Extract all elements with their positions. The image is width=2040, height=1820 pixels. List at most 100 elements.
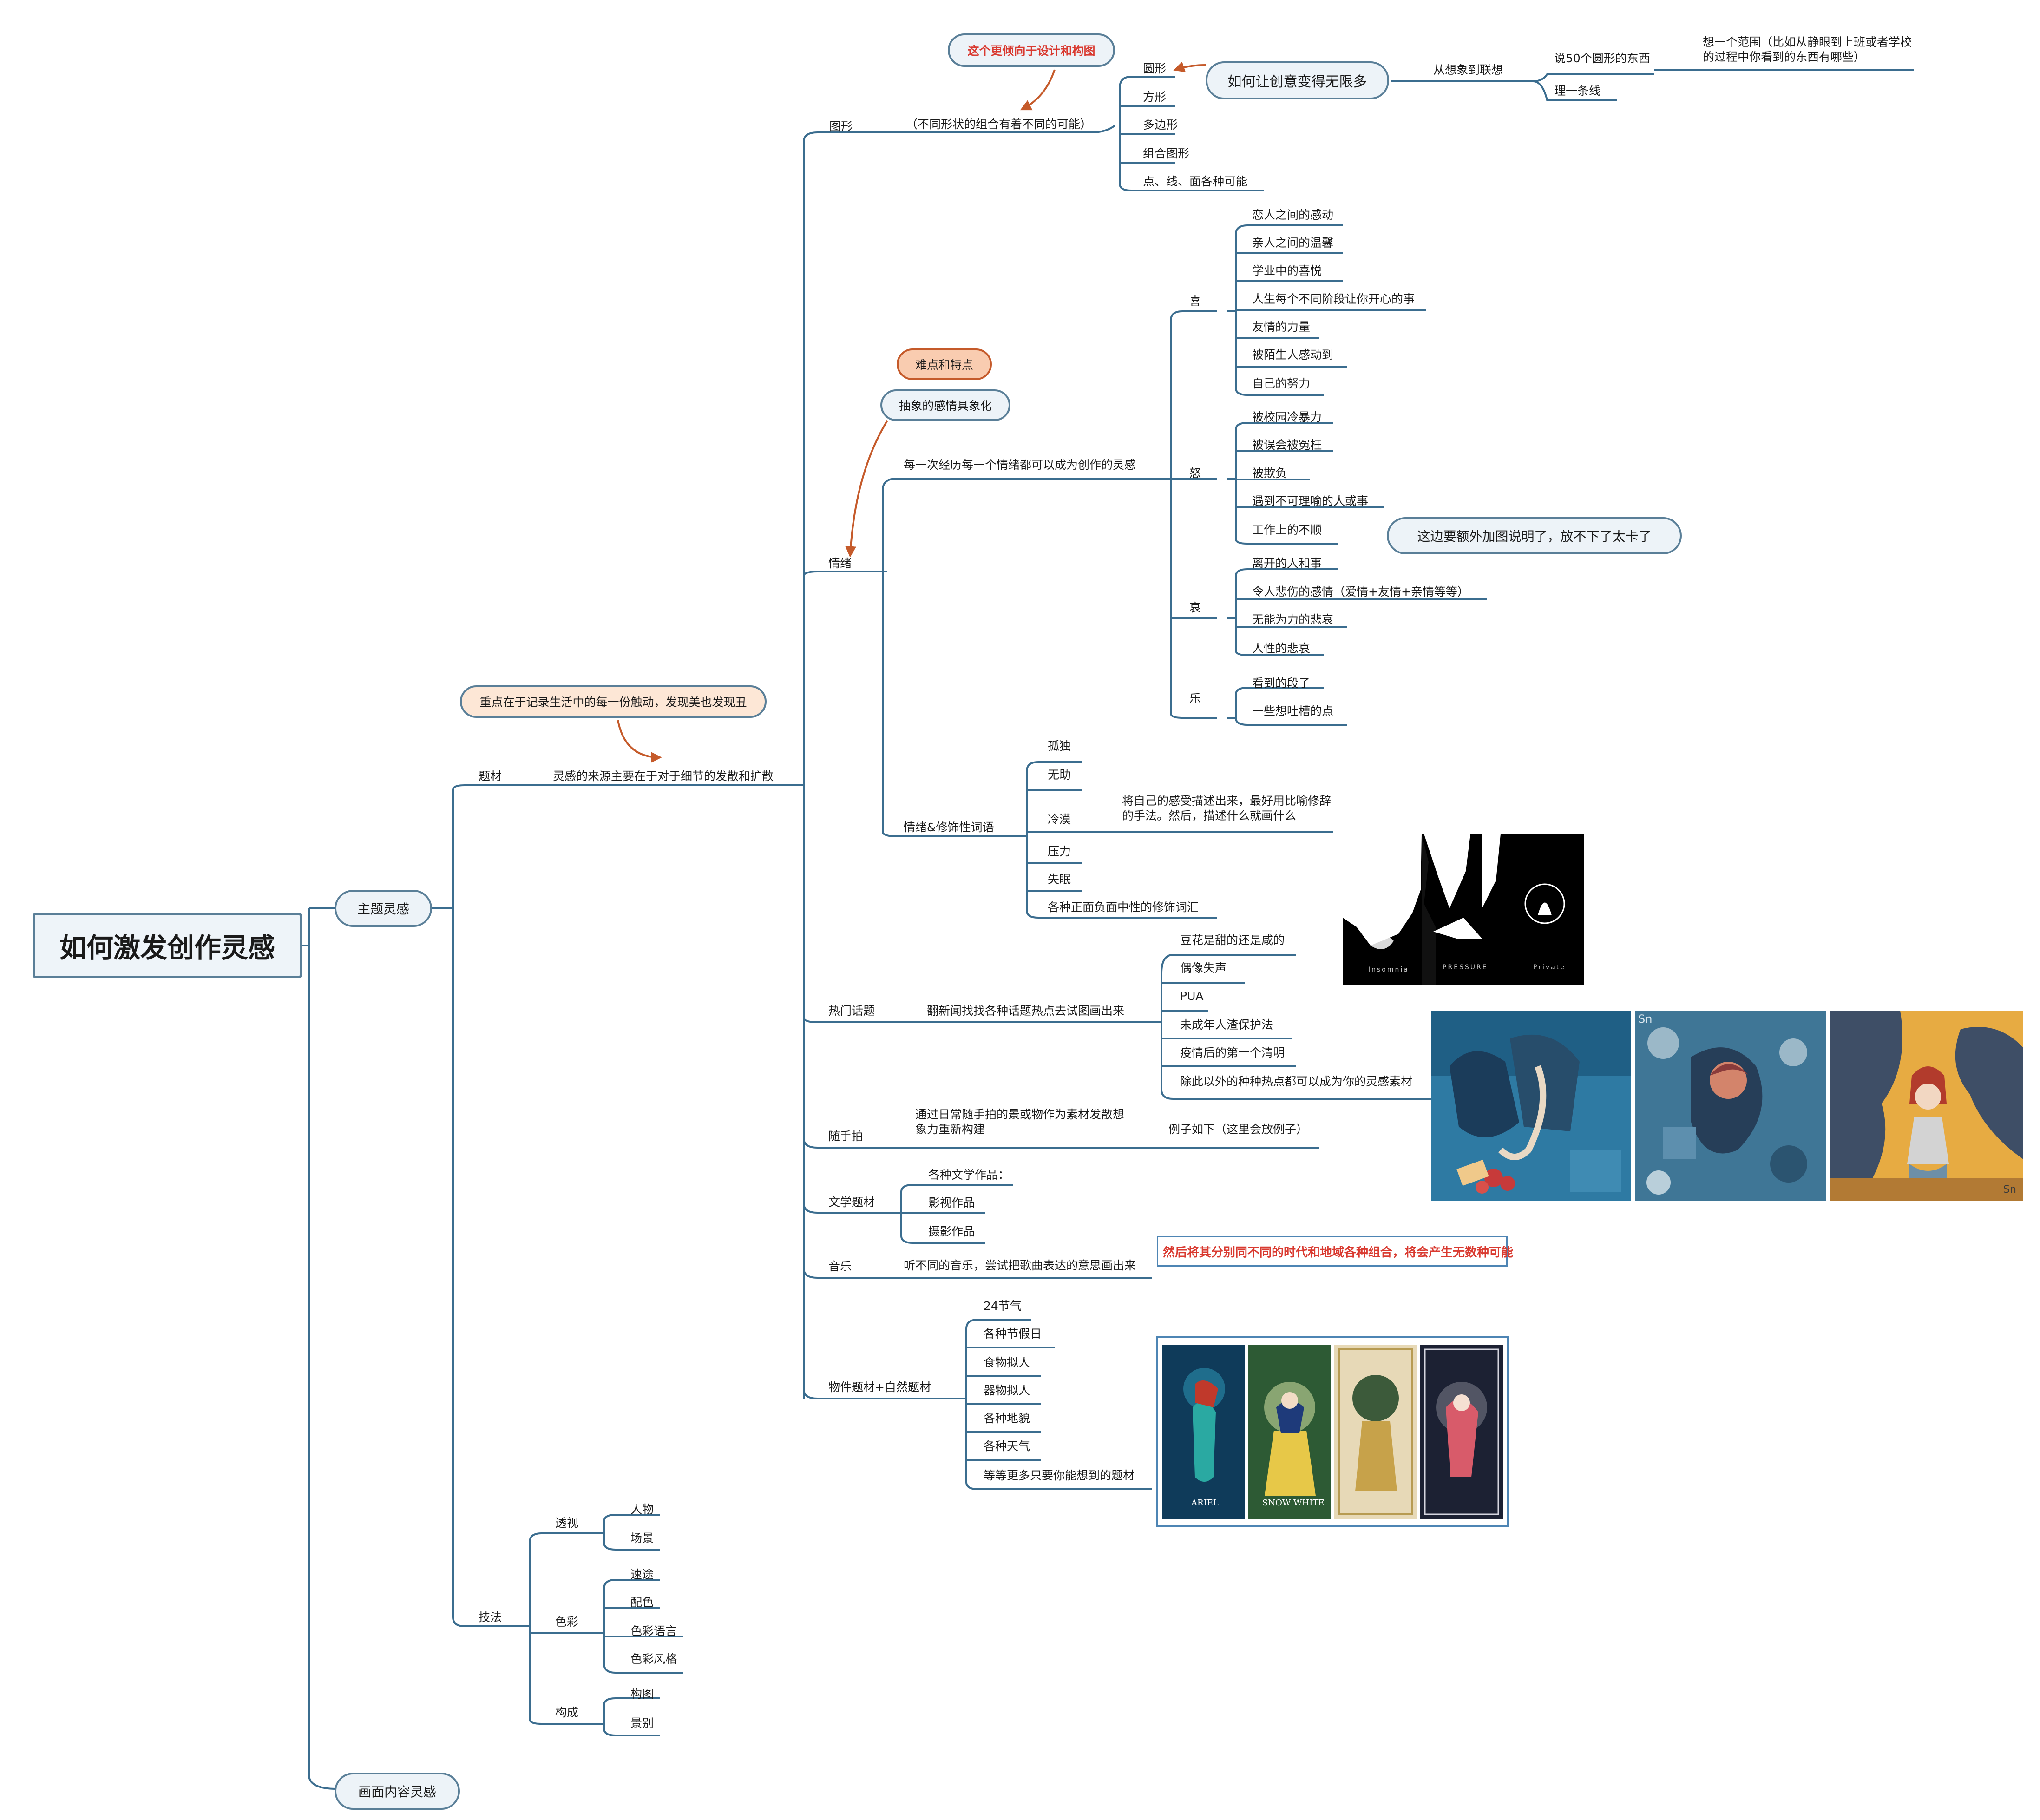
- perspective-item-2[interactable]: 场景: [630, 1531, 654, 1545]
- hot-item-6[interactable]: 除此以外的种种热点都可以成为你的灵感素材: [1180, 1075, 1413, 1088]
- happy-item-2[interactable]: 一些想吐槽的点: [1252, 704, 1334, 718]
- anger-label[interactable]: 怒: [1189, 466, 1201, 480]
- scope-label[interactable]: 想一个范围（比如从静眼到上班或者学校的过程中你看到的东西有哪些）: [1703, 35, 1912, 64]
- theme-inspiration-node[interactable]: 主题灵感: [335, 890, 432, 927]
- creative-node[interactable]: 如何让创意变得无限多: [1206, 61, 1389, 99]
- composition-label[interactable]: 构成: [555, 1706, 579, 1719]
- difficulty-callout[interactable]: 难点和特点: [897, 348, 992, 380]
- hot-item-3[interactable]: PUA: [1180, 989, 1204, 1003]
- literature-label[interactable]: 文学题材: [828, 1196, 875, 1209]
- subject-detail[interactable]: 灵感的来源主要在于对于细节的发散和扩散: [553, 769, 774, 783]
- composition-item-1[interactable]: 构图: [630, 1687, 654, 1701]
- joy-item-7[interactable]: 自己的努力: [1252, 377, 1311, 390]
- perspective-item-1[interactable]: 人物: [630, 1503, 654, 1516]
- objects-item-4[interactable]: 器物拟人: [984, 1384, 1030, 1397]
- hot-label[interactable]: 热门话题: [828, 1004, 875, 1018]
- emotion-detail[interactable]: 每一次经历每一个情绪都可以成为创作的灵感: [904, 458, 1136, 472]
- abstract-callout[interactable]: 抽象的感情具象化: [880, 389, 1010, 421]
- hot-illustration-1: [1431, 1011, 1631, 1201]
- signature-2: Sn: [2003, 1184, 2016, 1196]
- shape-note-callout[interactable]: 这个更倾向于设计和构图: [948, 33, 1115, 67]
- snap-detail[interactable]: 通过日常随手拍的景或物作为素材发散想象力重新构建: [915, 1108, 1125, 1136]
- objects-item-2[interactable]: 各种节假日: [984, 1327, 1042, 1340]
- sorrow-item-1[interactable]: 离开的人和事: [1252, 557, 1322, 570]
- color-label[interactable]: 色彩: [555, 1615, 579, 1629]
- color-item-4[interactable]: 色彩风格: [630, 1652, 677, 1666]
- hot-item-4[interactable]: 未成年人渣保护法: [1180, 1018, 1273, 1032]
- subject-label[interactable]: 题材: [479, 769, 502, 783]
- music-label[interactable]: 音乐: [828, 1260, 852, 1273]
- joy-item-1[interactable]: 恋人之间的感动: [1252, 208, 1334, 222]
- anger-item-2[interactable]: 被误会被冤枉: [1252, 438, 1322, 452]
- joy-item-4[interactable]: 人生每个不同阶段让你开心的事: [1252, 292, 1415, 306]
- shape-detail[interactable]: （不同形状的组合有着不同的可能）: [906, 118, 1092, 131]
- snap-label[interactable]: 随手拍: [828, 1130, 864, 1143]
- sorrow-item-4[interactable]: 人性的悲哀: [1252, 642, 1311, 655]
- music-detail[interactable]: 听不同的音乐，尝试把歌曲表达的意思画出来: [904, 1259, 1136, 1272]
- modifier-label[interactable]: 情绪&修饰性词语: [904, 821, 994, 834]
- modifier-item-2[interactable]: 无助: [1048, 768, 1071, 782]
- objects-item-1[interactable]: 24节气: [984, 1299, 1022, 1313]
- color-item-3[interactable]: 色彩语言: [630, 1624, 677, 1638]
- hot-item-1[interactable]: 豆花是甜的还是咸的: [1180, 933, 1285, 947]
- line-label[interactable]: 理一条线: [1554, 84, 1601, 98]
- bw-caption-2: PRESSURE: [1443, 964, 1488, 971]
- sorrow-label[interactable]: 哀: [1189, 601, 1201, 614]
- tarot-caption-ariel: ARIEL: [1191, 1498, 1219, 1508]
- anger-item-3[interactable]: 被欺负: [1252, 466, 1287, 480]
- shape-item-square[interactable]: 方形: [1143, 90, 1167, 104]
- cold-note[interactable]: 将自己的感受描述出来，最好用比喻修辞的手法。然后，描述什么就画什么: [1122, 794, 1332, 822]
- hot-detail[interactable]: 翻新闻找找各种话题热点去试图画出来: [927, 1004, 1125, 1018]
- color-item-1[interactable]: 速途: [630, 1568, 654, 1581]
- anger-item-5[interactable]: 工作上的不顺: [1252, 523, 1322, 537]
- say50-label[interactable]: 说50个圆形的东西: [1554, 52, 1650, 65]
- technique-label[interactable]: 技法: [479, 1610, 502, 1624]
- composition-item-2[interactable]: 景别: [630, 1716, 654, 1730]
- root-node[interactable]: 如何激发创作灵感: [33, 913, 302, 978]
- emotion-note-callout[interactable]: 这边要额外加图说明了，放不下了太卡了: [1387, 517, 1682, 554]
- joy-item-2[interactable]: 亲人之间的温馨: [1252, 236, 1334, 250]
- signature-1: Sn: [1638, 1012, 1653, 1025]
- modifier-item-4[interactable]: 压力: [1048, 845, 1071, 858]
- sorrow-item-3[interactable]: 无能为力的悲哀: [1252, 613, 1334, 626]
- anger-item-1[interactable]: 被校园冷暴力: [1252, 410, 1322, 424]
- joy-item-5[interactable]: 友情的力量: [1252, 320, 1311, 334]
- hot-item-5[interactable]: 疫情后的第一个清明: [1180, 1046, 1285, 1059]
- hot-illustration-2: Sn: [1635, 1011, 1826, 1201]
- snap-example[interactable]: 例子如下（这里会放例子）: [1168, 1123, 1308, 1136]
- subject-note-callout[interactable]: 重点在于记录生活中的每一份触动，发现美也发现丑: [460, 685, 767, 718]
- happy-item-1[interactable]: 看到的段子: [1252, 677, 1311, 690]
- association-label[interactable]: 从想象到联想: [1433, 63, 1503, 77]
- modifier-item-5[interactable]: 失眠: [1048, 873, 1071, 886]
- objects-label[interactable]: 物件题材+自然题材: [828, 1380, 931, 1394]
- perspective-label[interactable]: 透视: [555, 1516, 579, 1530]
- sorrow-item-2[interactable]: 令人悲伤的感情（爱情+友情+亲情等等）: [1252, 585, 1469, 598]
- objects-item-3[interactable]: 食物拟人: [984, 1356, 1030, 1369]
- objects-item-7[interactable]: 等等更多只要你能想到的题材: [984, 1469, 1135, 1482]
- happy-label[interactable]: 乐: [1189, 692, 1201, 705]
- shape-item-circle[interactable]: 圆形: [1143, 62, 1167, 75]
- modifier-item-3[interactable]: 冷漠: [1048, 813, 1071, 826]
- joy-label[interactable]: 喜: [1189, 294, 1201, 308]
- literature-item-3[interactable]: 摄影作品: [928, 1225, 975, 1238]
- shape-item-point-line-plane[interactable]: 点、线、面各种可能: [1143, 175, 1248, 188]
- shape-item-polygon[interactable]: 多边形: [1143, 118, 1178, 131]
- shape-label[interactable]: 图形: [829, 120, 853, 133]
- joy-item-3[interactable]: 学业中的喜悦: [1252, 264, 1322, 277]
- modifier-item-6[interactable]: 各种正面负面中性的修饰词汇: [1048, 900, 1199, 914]
- hot-illustration-2-art: [1635, 1011, 1826, 1201]
- content-inspiration-node[interactable]: 画面内容灵感: [335, 1773, 460, 1810]
- color-item-2[interactable]: 配色: [630, 1596, 654, 1609]
- objects-item-6[interactable]: 各种天气: [984, 1439, 1030, 1453]
- shape-item-composite[interactable]: 组合图形: [1143, 147, 1190, 160]
- modifier-item-1[interactable]: 孤独: [1048, 739, 1071, 753]
- literature-item-1[interactable]: 各种文学作品：: [928, 1168, 1010, 1182]
- objects-item-5[interactable]: 各种地貌: [984, 1412, 1030, 1425]
- hot-item-2[interactable]: 偶像失声: [1180, 961, 1227, 975]
- music-note[interactable]: 然后将其分别同不同的时代和地域各种组合，将会产生无数种可能: [1157, 1236, 1513, 1267]
- emotion-label[interactable]: 情绪: [828, 557, 852, 570]
- anger-item-4[interactable]: 遇到不可理喻的人或事: [1252, 494, 1369, 508]
- joy-item-6[interactable]: 被陌生人感动到: [1252, 348, 1334, 361]
- literature-item-2[interactable]: 影视作品: [928, 1196, 975, 1209]
